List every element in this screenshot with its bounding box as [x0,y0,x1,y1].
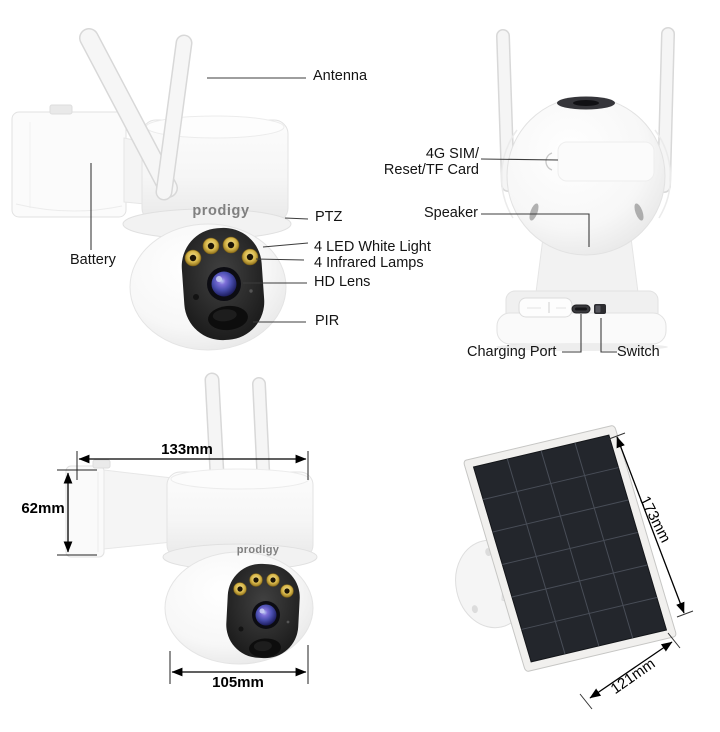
mic-hole-icon [249,289,253,293]
leader-speaker [481,213,590,247]
dim-label-105mm: 105mm [212,674,264,691]
top-lens-strip [573,100,599,106]
led-lamps-icon [184,236,259,267]
leader-led [262,242,309,248]
back-view-illustration [496,27,675,351]
front-view-illustration [11,28,292,351]
leader-lines [90,77,617,353]
led-lamps-icon [233,573,294,598]
brand-logo-front: prodigy [192,203,250,219]
dim-arrow-121 [589,641,673,699]
leader-ptz [284,217,309,220]
leader-charging-port [562,314,582,353]
sim-card-label-line2: Reset/TF Card [383,161,479,178]
mount-tab [49,104,73,115]
antenna-right-icon [657,27,675,193]
mount-arm [103,469,173,550]
infrared-lamps-label: 4 Infrared Lamps [314,255,424,271]
dim-label-62mm: 62mm [21,500,65,517]
ptz-label: PTZ [315,209,343,225]
antenna-left-icon [79,28,178,198]
antenna-label: Antenna [313,68,368,84]
power-switch-icon [594,304,606,314]
solar-panel-icon [463,425,677,672]
brand-logo-side: prodigy [236,544,280,556]
dimension-view-illustration [65,372,318,665]
pir-label: PIR [315,313,340,329]
light-sensor-icon [193,294,199,300]
antenna-right-icon [155,34,193,201]
battery-label: Battery [70,252,116,268]
antenna-left-icon [496,29,515,192]
leader-sim [480,158,559,161]
charging-port-icon [571,304,591,314]
lens-icon [207,267,241,301]
pir-sensor-icon [208,305,248,331]
charging-port-label: Charging Port [467,344,557,360]
dim-arrow-173 [616,436,685,614]
speaker-label: Speaker [423,205,478,221]
dimension-arrows [57,432,694,710]
dim-label-133mm: 133mm [161,441,213,458]
solar-panel-illustration [455,425,677,672]
battery-compartment [11,111,127,218]
lens-icon [252,601,280,629]
sim-card-door [557,141,655,182]
led-white-light-label: 4 LED White Light [314,239,431,255]
sim-card-label: 4G SIM/ Reset/TF Card [339,146,479,178]
sim-door-notch [545,152,553,171]
leader-switch [600,318,617,353]
leader-infrared [255,258,305,261]
sim-card-label-line1: 4G SIM/ [425,146,479,162]
switch-label: Switch [617,344,660,360]
hd-lens-label: HD Lens [314,274,371,290]
pir-sensor-icon [249,638,281,658]
